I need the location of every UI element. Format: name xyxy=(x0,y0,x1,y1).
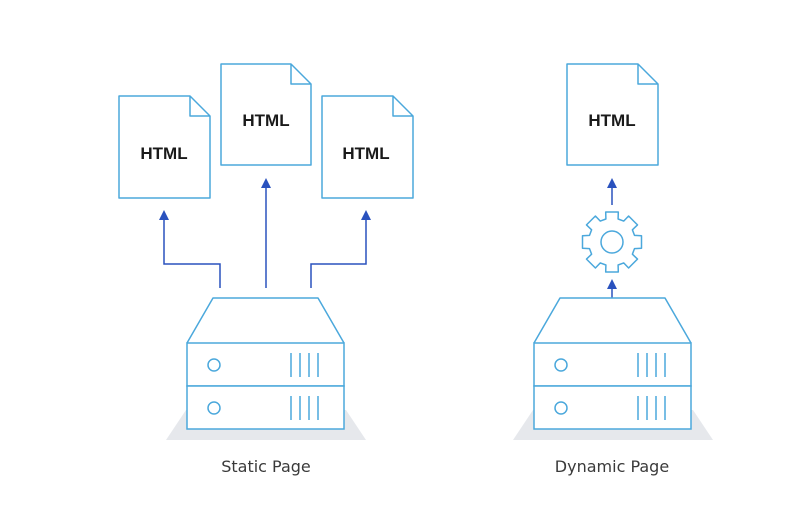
server-vent-icon xyxy=(290,396,319,420)
server-vent-icon xyxy=(637,353,666,377)
gear-icon xyxy=(581,211,643,273)
html-document-icon xyxy=(566,63,659,166)
server-led-icon xyxy=(554,401,568,415)
gear-outline xyxy=(581,211,643,273)
static-page-caption: Static Page xyxy=(221,457,311,476)
server-led-icon xyxy=(207,358,221,372)
server-roof xyxy=(186,297,345,344)
server-vent-icon xyxy=(637,396,666,420)
html-document-label: HTML xyxy=(140,144,187,163)
html-document-icon xyxy=(220,63,312,166)
static-connectors xyxy=(159,178,371,288)
server-icon xyxy=(166,297,366,440)
server-roof xyxy=(533,297,692,344)
server-unit-bottom xyxy=(186,385,345,430)
server-vent-icon xyxy=(290,353,319,377)
html-document-label: HTML xyxy=(588,111,635,130)
html-document-icon xyxy=(321,95,414,199)
server-led-icon xyxy=(554,358,568,372)
connector-arrow-left xyxy=(159,210,221,288)
html-document-static-3: HTML xyxy=(321,95,414,199)
server-unit-top xyxy=(533,342,692,387)
dynamic-page-section: HTML xyxy=(513,63,713,476)
server-unit-bottom xyxy=(533,385,692,430)
static-page-section: HTML HTML HTML xyxy=(118,63,414,476)
html-document-static-1: HTML xyxy=(118,95,211,199)
html-document-label: HTML xyxy=(342,144,389,163)
html-document-dynamic: HTML xyxy=(566,63,659,166)
server-led-icon xyxy=(207,401,221,415)
connector-arrow-right xyxy=(310,210,371,288)
dynamic-page-caption: Dynamic Page xyxy=(555,457,669,476)
html-document-label: HTML xyxy=(242,111,289,130)
server-unit-top xyxy=(186,342,345,387)
server-icon xyxy=(513,297,713,440)
gear-hub xyxy=(600,230,624,254)
html-document-icon xyxy=(118,95,211,199)
html-document-static-2: HTML xyxy=(220,63,312,166)
